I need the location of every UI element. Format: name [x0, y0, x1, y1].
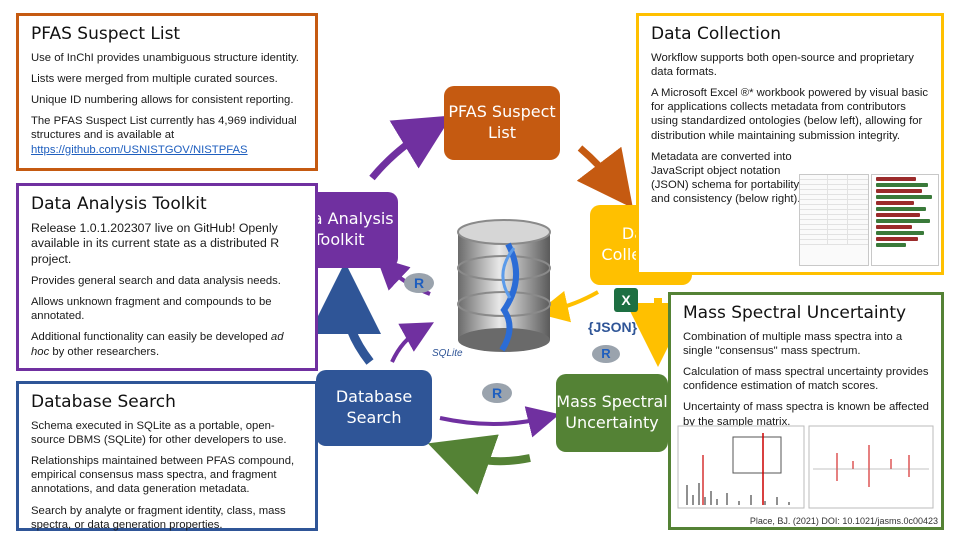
nistpfas-github-link[interactable]: https://github.com/USNISTGOV/NISTPFAS: [31, 143, 248, 156]
arrow-mass-to-db: [427, 434, 531, 495]
excel-icon: X: [614, 288, 638, 312]
panel-text-emphasis: ad hoc: [31, 331, 284, 358]
panel-text: Relationships maintained between PFAS co…: [31, 455, 295, 496]
database-icon: [457, 219, 551, 352]
node-label: Database Search: [335, 387, 413, 427]
arrow-db-to-mass: [439, 406, 560, 438]
panel-mass-spectral-uncertainty: Mass Spectral Uncertainty Combination of…: [668, 292, 944, 530]
panel-text: Workflow supports both open-source and p…: [651, 52, 914, 79]
panel-title: PFAS Suspect List: [31, 24, 181, 44]
panel-text: Calculation of mass spectral uncertainty…: [683, 366, 929, 393]
panel-text: Uncertainty of mass spectra is known be …: [683, 401, 929, 428]
panel-title: Database Search: [31, 392, 176, 412]
panel-text: Additional functionality can easily be d…: [31, 331, 271, 344]
r-logo-icon: R: [592, 345, 620, 363]
panel-text: Metadata are converted into JavaScript o…: [651, 150, 801, 205]
r-logo-icon: R: [404, 273, 434, 293]
panel-text: Lists were merged from multiple curated …: [31, 73, 278, 86]
panel-text: Release 1.0.1.202307 live on GitHub! Ope…: [31, 221, 280, 266]
panel-text: Provides general search and data analysi…: [31, 275, 281, 288]
r-logo-icon: R: [482, 383, 512, 403]
panel-text: Allows unknown fragment and compounds to…: [31, 296, 272, 323]
node-database-search: Database Search: [316, 370, 432, 446]
panel-text: The PFAS Suspect List currently has 4,96…: [31, 115, 297, 142]
mass-spectrum-thumbnail: [677, 425, 934, 509]
panel-title: Mass Spectral Uncertainty: [683, 303, 907, 323]
panel-pfas-suspect-list: PFAS Suspect List Use of InChI provides …: [16, 13, 318, 171]
node-pfas-suspect-list: PFAS Suspect List: [444, 86, 560, 160]
citation-text: Place, BJ. (2021) DOI: 10.1021/jasms.0c0…: [749, 516, 938, 526]
node-label: PFAS Suspect List: [448, 102, 556, 142]
panel-text: Schema executed in SQLite as a portable,…: [31, 420, 287, 447]
json-logo-icon: {JSON}: [588, 319, 638, 335]
json-schema-thumbnail: [871, 174, 939, 266]
panel-text: A Microsoft Excel ®* workbook powered by…: [651, 87, 929, 142]
excel-workbook-thumbnail: [799, 174, 869, 266]
panel-text: Use of InChI provides unambiguous struct…: [31, 52, 299, 64]
node-mass-spectral-uncertainty: Mass Spectral Uncertainty: [556, 374, 668, 452]
arrow-analysis-to-suspect: [369, 115, 452, 181]
panel-text: Unique ID numbering allows for consisten…: [31, 94, 294, 107]
arrow-collection-to-db: [536, 290, 599, 323]
node-label: Mass Spectral Uncertainty: [556, 392, 668, 432]
panel-title: Data Collection: [651, 24, 782, 44]
arrow-db-to-analysis: [309, 262, 382, 365]
arrow-db-curve: [390, 322, 434, 363]
panel-text: by other researchers.: [49, 345, 160, 358]
panel-title: Data Analysis Toolkit: [31, 194, 207, 214]
panel-text: Combination of multiple mass spectra int…: [683, 331, 903, 358]
panel-text: Search by analyte or fragment identity, …: [31, 504, 286, 531]
panel-data-collection: Data Collection Workflow supports both o…: [636, 13, 944, 275]
arrow-suspect-to-collection: [576, 145, 633, 209]
panel-database-search: Database Search Schema executed in SQLit…: [16, 381, 318, 531]
panel-data-analysis-toolkit: Data Analysis Toolkit Release 1.0.1.2023…: [16, 183, 318, 371]
sqlite-logo-icon: SQLite: [432, 348, 463, 359]
